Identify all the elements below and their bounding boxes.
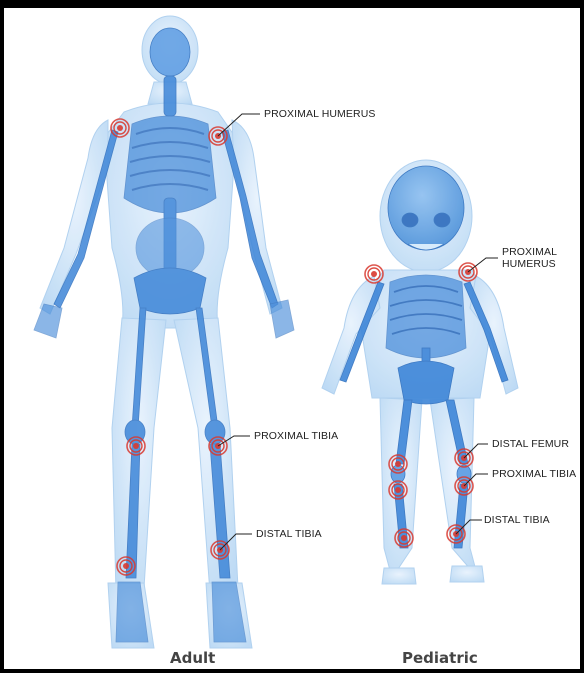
pediatric-label-distal-tibia: DISTAL TIBIA xyxy=(484,514,550,526)
diagram-canvas: PROXIMAL HUMERUS PROXIMAL TIBIA DISTAL T… xyxy=(4,8,580,669)
pediatric-caption: Pediatric xyxy=(402,649,478,667)
adult-figure xyxy=(34,16,294,648)
pediatric-distal-femur-marker-left xyxy=(389,455,407,473)
pediatric-proximal-tibia-marker-left xyxy=(389,481,407,499)
pediatric-proximal-humerus-marker-left xyxy=(365,265,383,283)
adult-proximal-humerus-marker xyxy=(111,119,129,137)
adult-caption: Adult xyxy=(170,649,215,667)
adult-label-proximal-humerus: PROXIMAL HUMERUS xyxy=(264,108,375,120)
adult-label-proximal-tibia: PROXIMAL TIBIA xyxy=(254,430,338,442)
pediatric-label-proximal-humerus: PROXIMAL HUMERUS xyxy=(502,246,557,270)
pediatric-label-distal-femur: DISTAL FEMUR xyxy=(492,438,569,450)
pediatric-distal-tibia-marker-left xyxy=(395,529,413,547)
adult-distal-tibia-marker-left xyxy=(117,557,135,575)
adult-proximal-tibia-marker-left xyxy=(127,437,145,455)
adult-label-distal-tibia: DISTAL TIBIA xyxy=(256,528,322,540)
pediatric-label-proximal-tibia: PROXIMAL TIBIA xyxy=(492,468,576,480)
